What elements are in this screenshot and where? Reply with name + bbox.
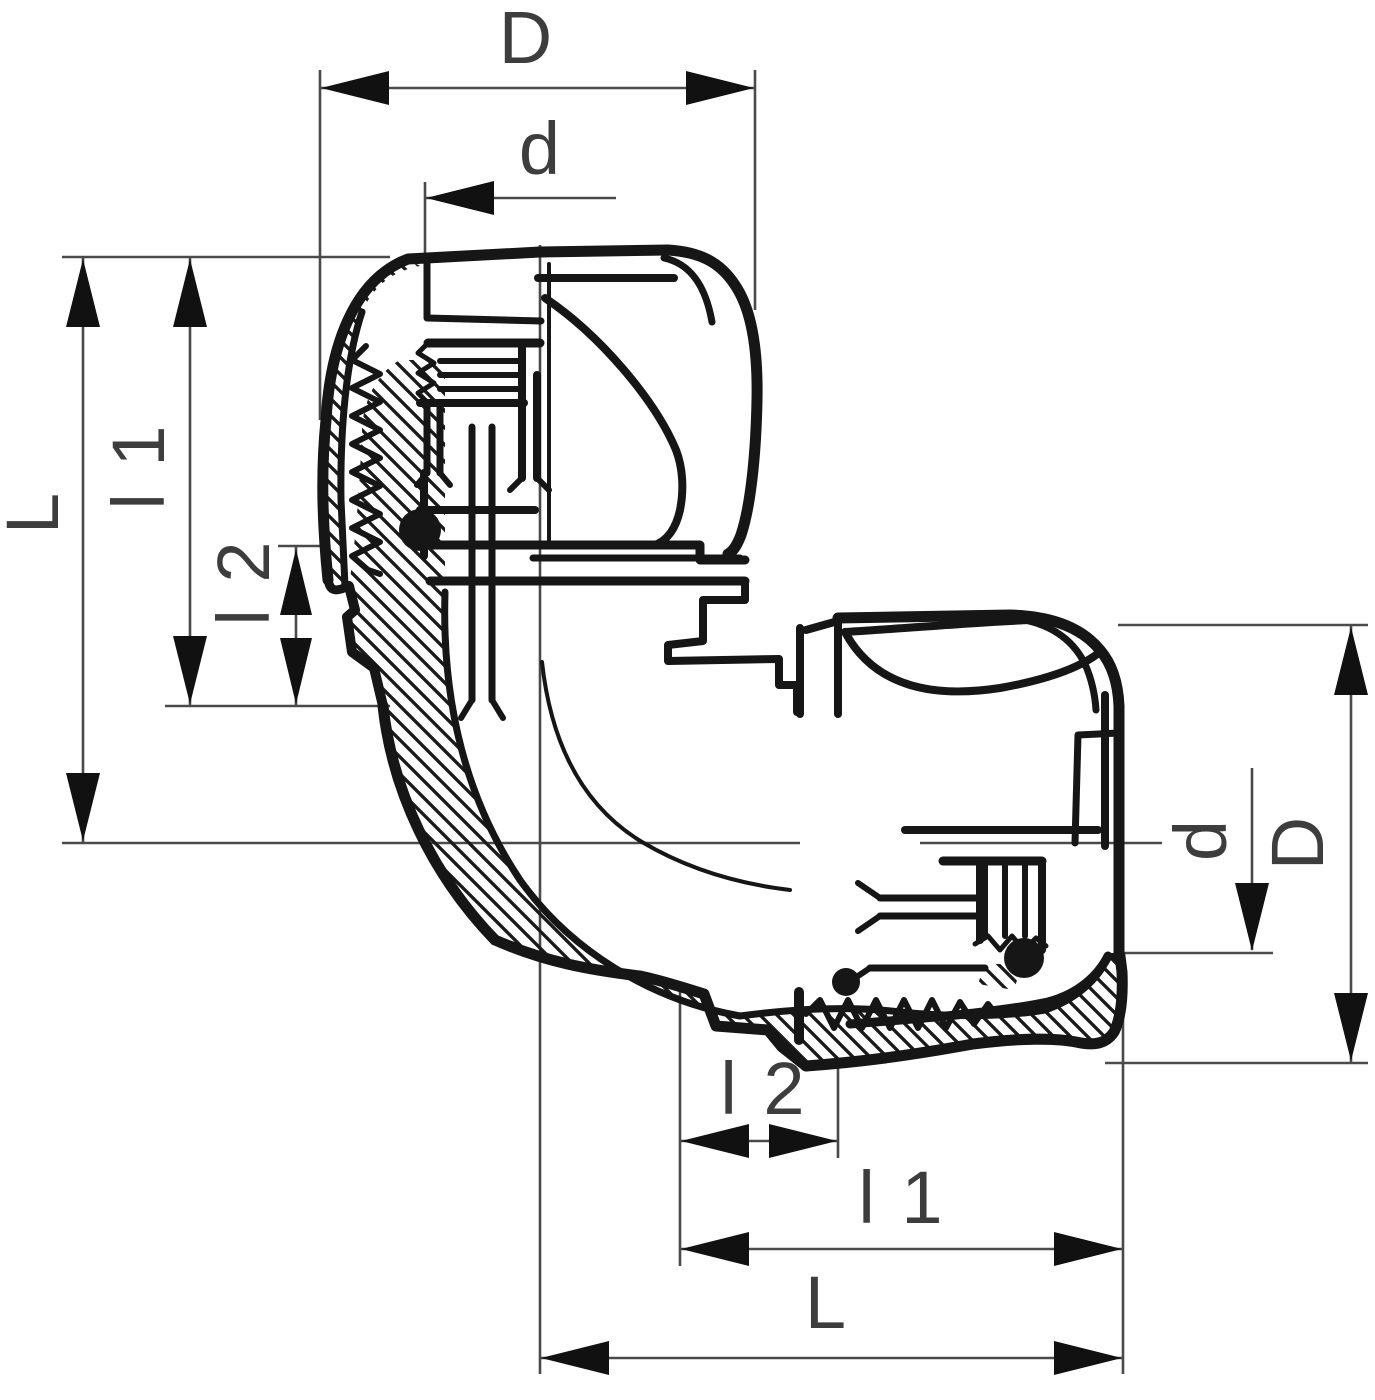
dim-label-l1-left: l 1 [97, 422, 180, 510]
arrow-D-top-right [686, 71, 754, 105]
top-o-ring [399, 509, 441, 551]
dim-label-D-top: D [498, 0, 556, 79]
right-skirt-bottom [845, 951, 1113, 1029]
dim-label-d-right: d [1159, 816, 1242, 862]
elbow-bore-contour [540, 660, 792, 892]
right-cap-left-edges [796, 614, 842, 718]
dim-label-l2-left: l 2 [202, 538, 285, 626]
arrow-l1-left-up [173, 259, 207, 327]
dim-label-l2-bottom: l 2 [720, 1047, 808, 1130]
arrow-D-right-down [1334, 993, 1368, 1061]
right-seal-dot [832, 968, 860, 996]
top-nut-contour [541, 294, 687, 549]
elbow-bottom-edge [800, 950, 1128, 1072]
top-grip-ring [415, 338, 552, 493]
neck-left-profile [342, 581, 388, 711]
joint-step-profile [664, 577, 801, 716]
dim-label-L-bottom: L [804, 1261, 850, 1344]
elbow-outer-wall [377, 700, 812, 1072]
right-thread-coil [803, 997, 999, 1031]
arrow-l2-left-up [280, 549, 312, 615]
arrow-L-bottom-left [541, 1341, 609, 1375]
arrow-D-top-left [321, 71, 389, 105]
arrow-d-top [426, 181, 494, 215]
arrow-D-right-up [1334, 627, 1368, 695]
arrow-l1-bottom-left [681, 1232, 749, 1266]
top-corner-chamfer [660, 254, 716, 326]
arrow-L-left-down [66, 773, 100, 841]
dim-label-d-top: d [518, 107, 564, 190]
arrow-l1-bottom-right [1054, 1232, 1122, 1266]
arrow-l2-bottom-right [769, 1124, 837, 1158]
dim-label-D-right: D [1256, 813, 1339, 871]
arrow-l2-left-down [280, 638, 312, 704]
right-bore-edge [1071, 729, 1123, 847]
hatch-top-cap-wall [322, 259, 420, 590]
right-nut-contour-upper [841, 616, 1104, 656]
right-nut-contour-lower [841, 628, 1104, 696]
top-bore-edge [423, 258, 545, 325]
arrow-L-left-up [66, 259, 100, 327]
right-o-ring [1004, 938, 1044, 978]
dim-label-l1-bottom: l 1 [858, 1156, 946, 1239]
right-grip-ring [901, 826, 1102, 954]
dim-label-L-left: L [0, 490, 74, 534]
arrow-L-bottom-right [1054, 1341, 1122, 1375]
arrow-d-right [1235, 883, 1269, 951]
dimension-arrowheads [66, 71, 1368, 1375]
top-cap-inner-wall [337, 308, 366, 590]
arrow-l1-left-down [173, 636, 207, 704]
elbow-inner-wall [441, 588, 1122, 1020]
right-collet-legs [846, 880, 989, 985]
top-thread-coil [349, 343, 383, 577]
top-cap-outline [317, 244, 763, 586]
arrow-l2-bottom-left [681, 1124, 749, 1158]
top-cap-bottom-left-tip [323, 573, 349, 595]
fitting-body [317, 244, 1128, 1072]
